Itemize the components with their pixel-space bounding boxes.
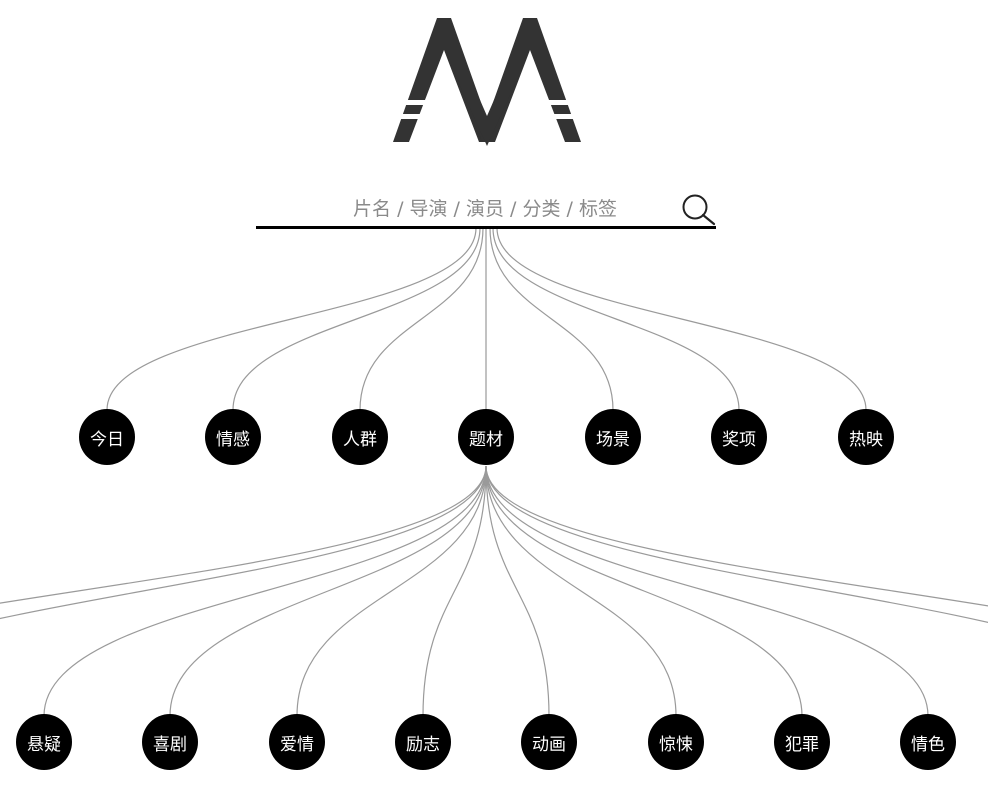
subcategory-node-crime[interactable]: 犯罪 xyxy=(774,714,830,770)
subcategory-link-offscreen xyxy=(485,465,988,607)
subcategory-link xyxy=(422,465,487,717)
category-node-award[interactable]: 奖项 xyxy=(711,409,767,465)
subcategory-link xyxy=(485,465,677,717)
category-link xyxy=(496,227,867,411)
category-link xyxy=(489,227,614,411)
category-node-today[interactable]: 今日 xyxy=(79,409,135,465)
subcategory-node-comedy[interactable]: 喜剧 xyxy=(142,714,198,770)
category-link xyxy=(359,227,484,411)
search-icon[interactable] xyxy=(682,194,716,226)
search-underline xyxy=(256,226,716,229)
subcategory-node-thriller[interactable]: 惊悚 xyxy=(648,714,704,770)
category-node-crowd[interactable]: 人群 xyxy=(332,409,388,465)
subcategory-node-inspirational[interactable]: 励志 xyxy=(395,714,451,770)
subcategory-link xyxy=(485,465,550,717)
category-links xyxy=(106,227,867,411)
subcategory-link-offscreen xyxy=(485,465,988,624)
category-link xyxy=(492,227,740,411)
subcategory-node-romance[interactable]: 爱情 xyxy=(269,714,325,770)
subcategory-link xyxy=(485,465,929,717)
brand-m-logo xyxy=(393,18,581,146)
subcategory-node-animation[interactable]: 动画 xyxy=(521,714,577,770)
subcategory-link xyxy=(485,465,803,717)
subcategory-link-offscreen xyxy=(0,465,487,620)
category-node-hot[interactable]: 热映 xyxy=(838,409,894,465)
subcategory-node-suspense[interactable]: 悬疑 xyxy=(16,714,72,770)
category-link xyxy=(106,227,477,411)
subcategory-node-erotic[interactable]: 情色 xyxy=(900,714,956,770)
subcategory-link-offscreen xyxy=(0,465,487,604)
subcategory-link xyxy=(43,465,487,717)
category-node-theme[interactable]: 题材 xyxy=(458,409,514,465)
subcategory-link xyxy=(296,465,487,717)
category-link xyxy=(232,227,481,411)
category-node-emotion[interactable]: 情感 xyxy=(205,409,261,465)
search-bar xyxy=(256,190,716,230)
subcategory-links xyxy=(0,465,988,717)
subcategory-link xyxy=(169,465,487,717)
search-input[interactable] xyxy=(256,190,676,228)
category-node-scene[interactable]: 场景 xyxy=(585,409,641,465)
